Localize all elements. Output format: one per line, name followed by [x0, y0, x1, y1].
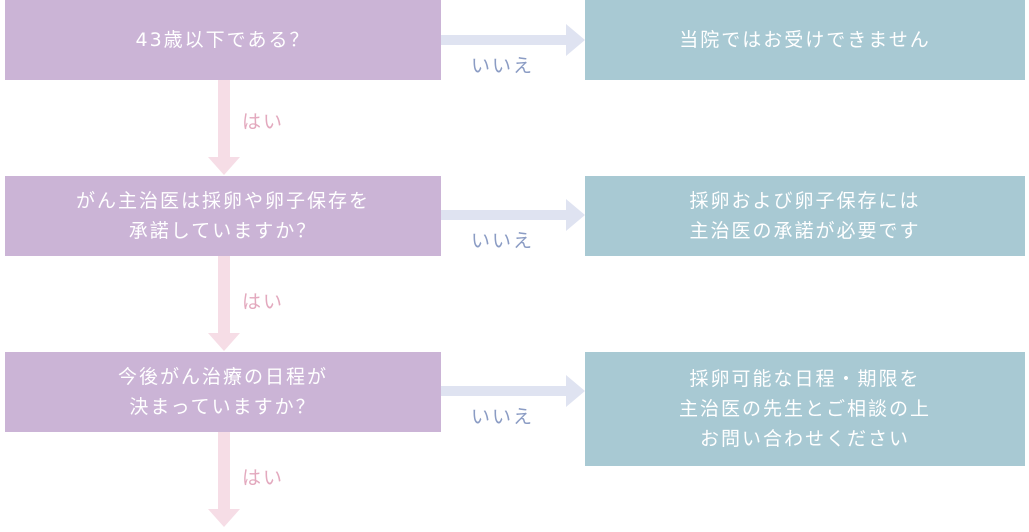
no-label-1: いいえ — [471, 55, 535, 77]
yes-label-2: はい — [242, 291, 285, 313]
no-arrow-2 — [441, 199, 585, 231]
result-3-line-3: お問い合わせください — [699, 428, 910, 450]
question-3-line-2: 決まっていますか？ — [129, 396, 317, 418]
yes-arrow-3 — [208, 432, 240, 527]
result-1-line-1: 当院ではお受けできません — [679, 29, 931, 51]
question-2-line-1: がん主治医は採卵や卵子保存を — [75, 190, 370, 212]
question-1-line-1: 43歳以下である？ — [135, 29, 311, 51]
result-2-line-2: 主治医の承諾が必要です — [689, 220, 921, 242]
yes-label-3: はい — [242, 467, 285, 489]
question-2-line-2: 承諾していますか？ — [128, 220, 318, 242]
result-3-line-2: 主治医の先生とご相談の上 — [678, 398, 931, 420]
result-box-2: 採卵および卵子保存には 主治医の承諾が必要です — [585, 176, 1025, 256]
result-2-line-1: 採卵および卵子保存には — [689, 190, 921, 212]
yes-label-1: はい — [242, 111, 285, 133]
question-box-2: がん主治医は採卵や卵子保存を 承諾していますか？ — [5, 176, 441, 256]
result-box-3: 採卵可能な日程・期限を 主治医の先生とご相談の上 お問い合わせください — [585, 352, 1025, 466]
yes-arrow-2 — [208, 256, 240, 351]
no-arrow-3 — [441, 375, 585, 407]
result-3-line-1: 採卵可能な日程・期限を — [689, 368, 921, 390]
question-box-1: 43歳以下である？ — [5, 0, 441, 80]
result-box-1: 当院ではお受けできません — [585, 0, 1025, 80]
no-label-2: いいえ — [471, 230, 535, 252]
no-label-3: いいえ — [471, 406, 535, 428]
question-box-3: 今後がん治療の日程が 決まっていますか？ — [5, 352, 441, 432]
no-arrow-1 — [441, 24, 585, 56]
question-3-line-1: 今後がん治療の日程が — [117, 366, 328, 388]
yes-arrow-1 — [208, 80, 240, 175]
